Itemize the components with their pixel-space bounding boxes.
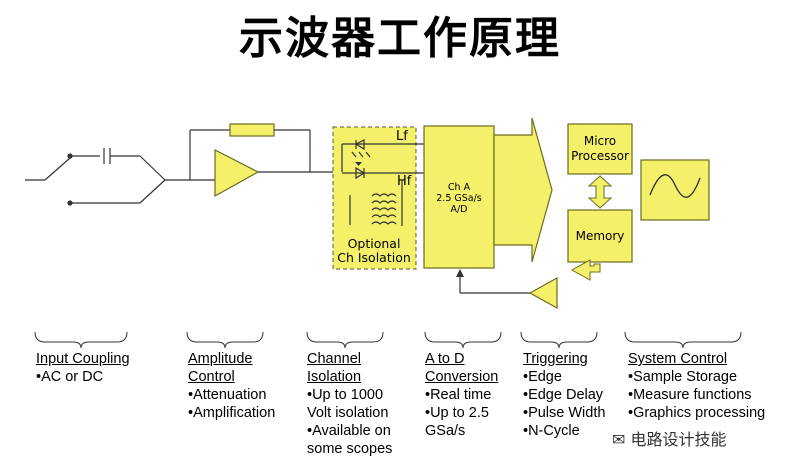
column-head: Input Coupling bbox=[36, 351, 130, 367]
section-braces bbox=[34, 331, 742, 349]
column-item: •Measure functions bbox=[628, 387, 752, 403]
isolation-block: Lf Hf Optional Ch Isolation bbox=[332, 126, 424, 270]
column-system-control: System Control •Sample Storage •Measure … bbox=[628, 350, 765, 422]
column-head: Control bbox=[188, 369, 235, 385]
column-item: •N-Cycle bbox=[523, 423, 580, 439]
column-item: Volt isolation bbox=[307, 405, 389, 421]
adc-label-3: A/D bbox=[450, 204, 467, 215]
sine-wave-icon bbox=[649, 174, 701, 198]
column-item: •Real time bbox=[425, 387, 492, 403]
column-item: some scopes bbox=[307, 441, 393, 457]
memory-label: Memory bbox=[576, 229, 625, 243]
column-item: •Sample Storage bbox=[628, 369, 738, 385]
column-head: Amplitude bbox=[188, 351, 253, 367]
column-item: •Edge Delay bbox=[523, 387, 604, 403]
column-triggering: Triggering •Edge •Edge Delay •Pulse Widt… bbox=[523, 350, 605, 440]
column-head: Triggering bbox=[523, 351, 588, 367]
column-head: Conversion bbox=[425, 369, 499, 385]
column-head: System Control bbox=[628, 351, 728, 367]
trigger-path bbox=[456, 269, 558, 310]
memory-feedback-arrow bbox=[570, 259, 601, 281]
column-head: Channel bbox=[307, 351, 362, 367]
column-item: •Amplification bbox=[188, 405, 276, 421]
lf-label: Lf bbox=[396, 129, 408, 144]
adc-label-1: Ch A bbox=[448, 182, 471, 193]
column-amplitude-control: Amplitude Control •Attenuation •Amplific… bbox=[188, 350, 275, 422]
column-item: •Up to 2.5 bbox=[425, 405, 489, 421]
input-coupling-switch bbox=[25, 148, 215, 206]
adc-block: Ch A 2.5 GSa/s A/D bbox=[423, 117, 553, 269]
system-blocks: Micro Processor Memory bbox=[567, 123, 710, 281]
column-channel-isolation: Channel Isolation •Up to 1000 Volt isola… bbox=[307, 350, 392, 458]
micro-label-1: Micro bbox=[584, 134, 616, 148]
page-title: 示波器工作原理 bbox=[239, 13, 561, 64]
column-head: Isolation bbox=[307, 369, 362, 385]
column-a-to-d: A to D Conversion •Real time •Up to 2.5 … bbox=[425, 350, 498, 440]
column-item: •Graphics processing bbox=[628, 405, 766, 421]
watermark: ✉ 电路设计技能 bbox=[612, 426, 727, 450]
column-input-coupling: Input Coupling •AC or DC bbox=[36, 350, 130, 386]
micro-label-2: Processor bbox=[571, 149, 629, 163]
hf-label: Hf bbox=[397, 174, 412, 189]
isolation-label-2: Ch Isolation bbox=[337, 250, 411, 265]
adc-label-2: 2.5 GSa/s bbox=[436, 193, 482, 204]
column-item: •Up to 1000 bbox=[307, 387, 384, 403]
amplifier bbox=[189, 123, 335, 198]
wechat-icon: ✉ bbox=[612, 430, 631, 449]
column-item: GSa/s bbox=[425, 423, 466, 439]
isolation-label-1: Optional bbox=[348, 236, 401, 251]
column-item: •Edge bbox=[523, 369, 562, 385]
column-item: •AC or DC bbox=[36, 369, 104, 385]
column-item: •Attenuation bbox=[188, 387, 267, 403]
column-head: A to D bbox=[425, 351, 465, 367]
column-item: •Available on bbox=[307, 423, 391, 439]
watermark-text: 电路设计技能 bbox=[630, 430, 727, 449]
column-item: •Pulse Width bbox=[523, 405, 606, 421]
